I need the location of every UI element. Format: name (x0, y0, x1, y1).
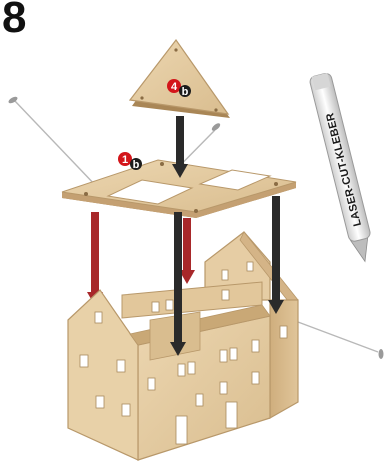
badge-floor-plate: 1 b (118, 152, 142, 171)
badge-floor-letter: b (133, 159, 140, 171)
badge-roof-letter: b (182, 86, 189, 98)
pin-right (298, 322, 384, 359)
roof-triangle-piece (130, 40, 230, 118)
badge-roof-number: 4 (171, 81, 178, 93)
glue-tube: LASER-CUT-KLEBER (309, 72, 377, 264)
pin-left (7, 95, 98, 188)
badge-floor-number: 1 (122, 154, 128, 166)
